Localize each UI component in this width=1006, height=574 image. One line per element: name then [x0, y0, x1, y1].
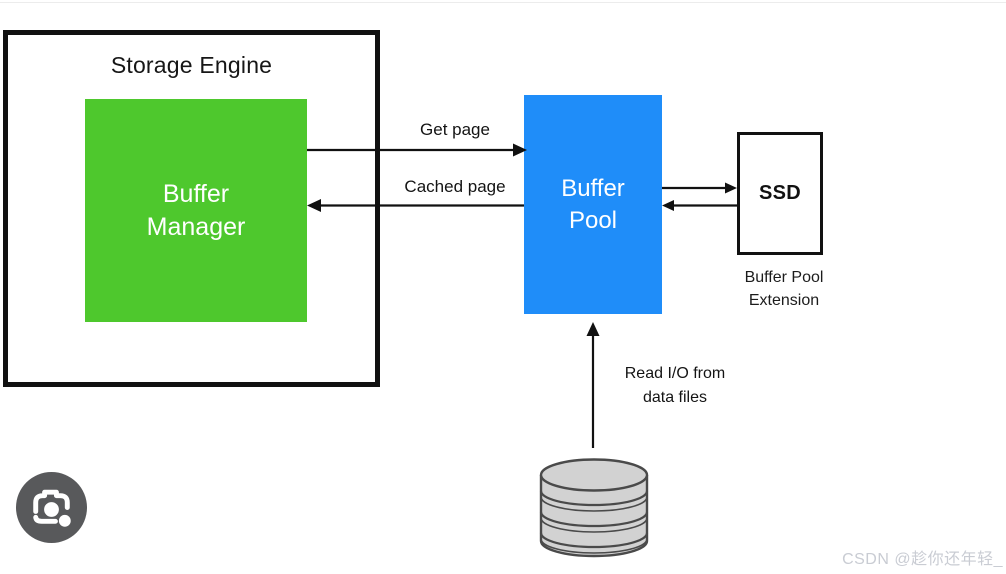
get-page-label: Get page — [420, 120, 490, 139]
ssd-to-buffer-pool-arrow — [662, 200, 737, 211]
storage-engine-title: Storage Engine — [110, 52, 273, 78]
ssd-box: SSD — [737, 132, 823, 255]
database-cylinder-stack-icon — [539, 458, 649, 558]
buffer-pool-label: Buffer Pool — [561, 174, 625, 234]
buffer-pool-box: Buffer Pool — [524, 95, 662, 314]
read-io-label: Read I/O from data files — [624, 365, 726, 406]
buffer-manager-box: Buffer Manager — [85, 99, 307, 322]
csdn-watermark: CSDN @趁你还年轻_ — [842, 551, 1003, 568]
top-edge-line — [0, 2, 1006, 3]
buffer-manager-label: Buffer Manager — [146, 179, 246, 241]
cached-page-label: Cached page — [404, 177, 506, 196]
google-lens-button[interactable] — [15, 471, 88, 544]
google-lens-camera-icon — [15, 471, 88, 544]
read-io-arrow — [586, 322, 600, 448]
ssd-label: SSD — [758, 182, 802, 204]
ssd-caption: Buffer Pool Extension — [744, 269, 824, 310]
buffer-pool-to-ssd-arrow — [662, 182, 737, 194]
